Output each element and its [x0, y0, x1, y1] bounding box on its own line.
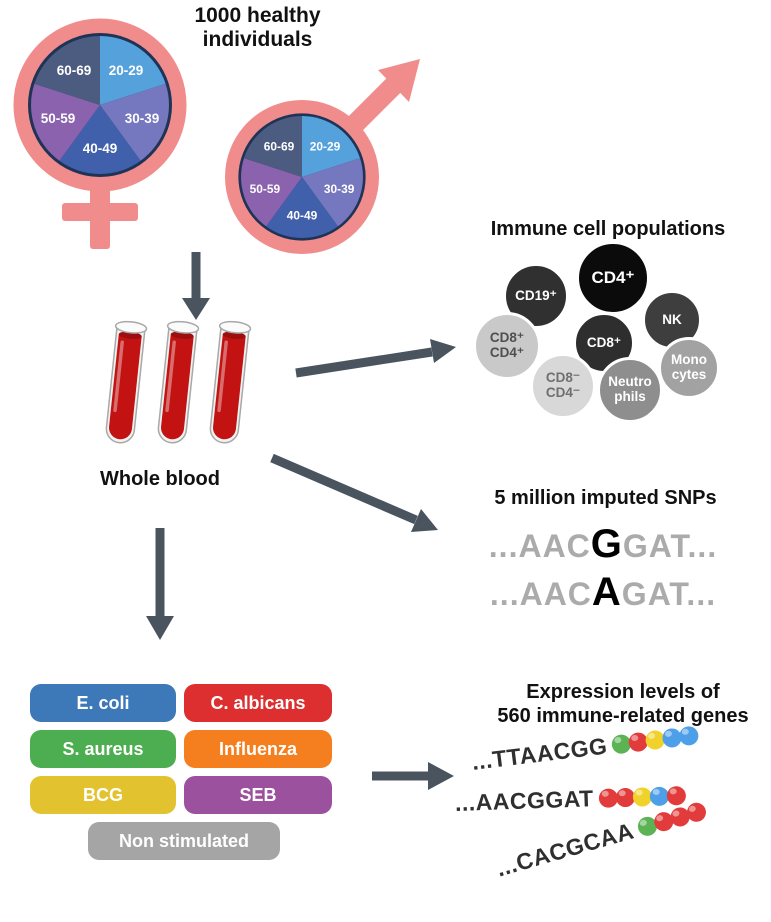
pie-slice-40-49 — [59, 105, 141, 175]
cell-cd19-label: CD19⁺ — [515, 287, 557, 303]
snp-alt-post: GAT... — [621, 576, 717, 612]
cell-monocytes: Mono cytes — [658, 337, 720, 399]
cell-cd4: CD4⁺ — [576, 241, 650, 315]
cohort-title: 1000 healthy individuals — [160, 4, 355, 52]
stimulus-s-aureus: S. aureus — [30, 730, 176, 768]
male-age-pie: 20-29 30-39 40-49 50-59 60-69 — [238, 113, 366, 241]
male-symbol: 20-29 30-39 40-49 50-59 60-69 — [225, 59, 420, 254]
stimulus-bcg-label: BCG — [83, 784, 123, 805]
blood-tube — [209, 320, 252, 444]
stimulus-s-aureus-label: S. aureus — [62, 738, 144, 759]
arrow-donors-to-blood — [182, 252, 210, 320]
pie-slice-20-29 — [302, 116, 360, 177]
cell-cd8neg-cd4neg-label: CD8⁻ CD4⁻ — [545, 370, 581, 400]
snp-ref-post: GAT... — [622, 528, 718, 564]
pie-slice-60-69 — [34, 36, 100, 105]
cell-neutrophils-label: Neutro phils — [608, 374, 652, 404]
pie-label-60-69: 60-69 — [264, 139, 295, 153]
female-cross-bar — [62, 203, 138, 221]
pie-slice-20-29 — [100, 36, 166, 105]
arrow-blood-to-stimulation — [146, 528, 174, 640]
cell-cd8-label: CD8⁺ — [586, 334, 622, 350]
blood-tube — [157, 320, 200, 444]
tube-blood — [161, 334, 194, 440]
whole-blood-label: Whole blood — [100, 468, 220, 490]
stimulus-c-albicans: C. albicans — [184, 684, 332, 722]
stimulus-seb-label: SEB — [239, 784, 277, 805]
pie-slice-50-59 — [241, 158, 302, 227]
blood-tubes — [105, 320, 252, 444]
tube-highlight — [113, 340, 124, 413]
pie-slice-30-39 — [100, 83, 169, 161]
stimulus-influenza-label: Influenza — [218, 738, 297, 759]
tube-highlight — [165, 340, 176, 413]
pie-label-30-39: 30-39 — [324, 182, 355, 196]
stimulus-e-coli-label: E. coli — [76, 692, 130, 713]
gene-sequence-1-beads — [610, 725, 700, 755]
cell-nk-label: NK — [662, 311, 682, 327]
snp-ref-variant: G — [590, 522, 623, 566]
expression-title-line2: 560 immune-related genes — [497, 705, 749, 727]
stimulus-non-stimulated-label: Non stimulated — [118, 830, 249, 851]
expression-title: Expression levels of 560 immune-related … — [478, 680, 768, 728]
gene-bead-dot — [678, 725, 700, 747]
tube-rim — [218, 320, 252, 334]
pie-label-40-49: 40-49 — [83, 141, 118, 156]
pie-label-20-29: 20-29 — [109, 63, 144, 78]
gene-sequence-3-text: ...CACGCAA — [493, 817, 637, 882]
pie-label-60-69: 60-69 — [57, 63, 92, 78]
snp-ref-pre: ...AAC — [488, 528, 591, 564]
pie-label-50-59: 50-59 — [250, 182, 281, 196]
tube-rim — [166, 320, 200, 334]
pie-slice-30-39 — [302, 158, 363, 227]
stimulus-non-stimulated: Non stimulated — [88, 822, 280, 860]
stimulus-e-coli: E. coli — [30, 684, 176, 722]
pie-label-30-39: 30-39 — [125, 111, 160, 126]
gene-sequence-1-text: ...TTAACGG — [470, 732, 609, 775]
stimulus-c-albicans-label: C. albicans — [210, 692, 306, 713]
male-ring — [225, 100, 379, 254]
pie-label-20-29: 20-29 — [310, 139, 341, 153]
snp-sequence-ref: ...AACGGAT... — [448, 524, 758, 564]
female-symbol: 20-29 30-39 40-49 50-59 60-69 — [13, 18, 187, 249]
female-age-pie: 20-29 30-39 40-49 50-59 60-69 — [28, 33, 172, 177]
tube-blood — [109, 334, 142, 440]
snp-sequence-alt: ...AACAGAT... — [448, 572, 758, 612]
cell-cd8pos-cd4pos: CD8⁺ CD4⁺ — [473, 312, 541, 380]
tube-blood — [213, 334, 246, 440]
cell-cd4-label: CD4⁺ — [591, 267, 635, 287]
male-arrow-head — [378, 59, 420, 102]
snp-alt-variant: A — [591, 570, 622, 614]
pie-slice-50-59 — [31, 83, 100, 161]
cohort-title-line2: individuals — [202, 28, 313, 52]
cell-monocytes-label: Mono cytes — [671, 352, 707, 382]
tube-rim — [114, 320, 148, 334]
arrow-blood-to-cells — [295, 339, 456, 378]
female-ring — [13, 18, 187, 192]
snps-title: 5 million imputed SNPs — [494, 487, 717, 509]
pie-slice-40-49 — [266, 177, 338, 239]
arrow-stimulation-to-expression — [372, 762, 454, 790]
snp-alt-pre: ...AAC — [489, 576, 592, 612]
stimulus-bcg: BCG — [30, 776, 176, 814]
arrow-blood-to-snps — [270, 453, 438, 532]
expression-title-line1: Expression levels of — [526, 681, 720, 703]
cell-neutrophils: Neutro phils — [597, 357, 663, 423]
stimulus-seb: SEB — [184, 776, 332, 814]
cohort-title-line1: 1000 healthy — [194, 4, 321, 27]
gene-sequence-1: ...TTAACGG — [470, 721, 700, 776]
cell-cd8pos-cd4pos-label: CD8⁺ CD4⁺ — [489, 330, 525, 360]
tube-highlight — [217, 340, 228, 413]
pie-label-40-49: 40-49 — [287, 208, 318, 222]
pie-slice-60-69 — [244, 116, 302, 177]
gene-sequence-2-text: ...AACGGAT — [454, 785, 595, 816]
immune-populations-title: Immune cell populations — [490, 218, 726, 240]
cell-cd8neg-cd4neg: CD8⁻ CD4⁻ — [530, 353, 596, 419]
pie-label-50-59: 50-59 — [41, 111, 76, 126]
stimulus-influenza: Influenza — [184, 730, 332, 768]
blood-tube — [105, 320, 148, 444]
